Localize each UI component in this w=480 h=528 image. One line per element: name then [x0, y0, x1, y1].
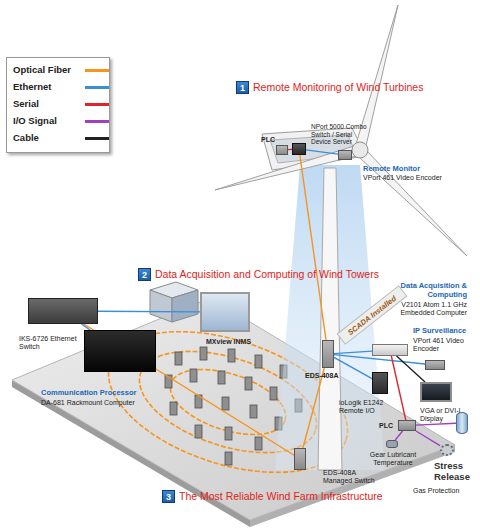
temperature-sensor: Gear Lubricant Temperature [386, 440, 398, 448]
device-label: Gas Protection [413, 487, 479, 495]
legend-swatch [85, 69, 109, 72]
embedded-computer: Data Acquisition & ComputingV2101 Atom 1… [372, 344, 408, 356]
legend-box: Optical FiberEthernetSerialI/O SignalCab… [6, 57, 110, 153]
device-detail: V2101 Atom 1.1 GHz Embedded Computer [393, 301, 467, 317]
server-rack [150, 290, 172, 322]
scada-banner [337, 286, 406, 344]
legend-entry: Optical Fiber [13, 63, 107, 77]
cable-connector [98, 311, 200, 313]
field-switch [175, 352, 182, 365]
legend-text: Ethernet [13, 80, 52, 94]
cable-connector [397, 356, 425, 382]
field-switch [225, 427, 232, 440]
field-switch [218, 371, 225, 384]
cable-connector [416, 423, 456, 425]
legend-entry: I/O Signal [13, 114, 107, 128]
device-label: PLC [379, 422, 397, 430]
device-label: NPort 5000 Combo Switch / Serial Device … [311, 123, 369, 146]
device-server: NPort 5000 Combo Switch / Serial Device … [292, 143, 306, 155]
ethernet-switch: IKS-6726 Ethernet Switch [28, 298, 98, 324]
device-label: PLC [261, 136, 281, 144]
plc-module: PLC [398, 420, 416, 431]
field-switch [222, 397, 229, 410]
legend-entry: Ethernet [13, 80, 107, 94]
field-switch [250, 405, 257, 418]
device-label: Communication Processor [41, 389, 171, 398]
remote-io: ioLogik E1242 Remote I/O [372, 372, 388, 394]
rackmount-computer: Communication ProcessorDA-681 Rackmount … [84, 330, 156, 372]
device-label: MXview iNMS [206, 338, 266, 346]
section-heading: Remote Monitoring of Wind Turbines [253, 81, 473, 94]
stress-sensor: Stress Release [440, 444, 454, 456]
field-switch [170, 402, 177, 415]
field-switch [200, 347, 207, 360]
legend-swatch [85, 120, 109, 123]
device-label: Stress Release [434, 460, 480, 482]
device-label: Data Acquisition & Computing [393, 282, 467, 299]
field-switch [195, 425, 202, 438]
turbine-blade [360, 150, 467, 256]
cable-connector [395, 431, 402, 440]
cable-connector [303, 368, 324, 448]
nms-screen: MXview iNMS [200, 292, 250, 332]
device-detail: DA-681 Rackmount Computer [41, 399, 171, 407]
device-label: IP Surveillance [413, 327, 479, 336]
device-label: ioLogik E1242 Remote I/O [339, 399, 397, 415]
field-switch [190, 369, 197, 382]
rotor-hub [352, 142, 368, 158]
callout-number: 3 [162, 490, 175, 503]
legend-swatch [85, 137, 109, 140]
legend-entry: Cable [13, 131, 107, 145]
device-label: VGA or DVI-I Display [420, 407, 478, 423]
section-heading: The Most Reliable Wind Farm Infrastructu… [179, 490, 441, 503]
managed-switch: EDS-408A Managed Switch [294, 448, 306, 470]
fiber-ring [162, 357, 293, 447]
cable-connector [300, 155, 326, 340]
legend-text: Optical Fiber [13, 63, 71, 77]
legend-text: Serial [13, 97, 39, 111]
device-detail: VPort 461 Video Encoder [413, 337, 479, 353]
device-label: EDS-408A [305, 372, 349, 380]
legend-swatch [85, 86, 109, 89]
field-switch [255, 355, 262, 368]
cable-connector [416, 431, 440, 446]
device-label: Gear Lubricant Temperature [361, 451, 425, 467]
cable-connector [391, 356, 405, 420]
video-encoder: Remote MonitorVPort 461 Video Encoder [338, 150, 352, 160]
field-switch [255, 437, 262, 450]
legend-swatch [85, 103, 109, 106]
display-monitor: VGA or DVI-I Display [420, 382, 452, 402]
field-switch [225, 452, 232, 465]
ethernet-switch: EDS-408A [322, 340, 334, 368]
legend-entry: Serial [13, 97, 107, 111]
section-heading: Data Acquisition and Computing of Wind T… [155, 268, 417, 281]
device-label: IKS-6726 Ethernet Switch [19, 335, 81, 351]
turbine-blade [215, 146, 356, 190]
cable-connector [306, 150, 338, 154]
server-rack [172, 290, 198, 322]
plc-module: PLC [276, 145, 288, 155]
device-label: EDS-408A Managed Switch [323, 469, 378, 485]
field-switch [245, 377, 252, 390]
cable-connector [334, 351, 372, 353]
legend-text: I/O Signal [13, 114, 57, 128]
turbine-tower [318, 168, 342, 470]
gas-sensor: Gas Protection [456, 412, 468, 434]
cable-connector [334, 355, 425, 364]
field-switch [228, 349, 235, 362]
device-detail: VPort 461 Video Encoder [363, 174, 453, 182]
callout-number: 2 [138, 268, 151, 281]
field-switch [270, 387, 277, 400]
legend-text: Cable [13, 131, 39, 145]
banner-label: SCADA Installed [337, 286, 406, 344]
callout-number: 1 [236, 81, 249, 94]
video-encoder: IP SurveillanceVPort 461 Video Encoder [425, 360, 445, 370]
cable-connector [334, 357, 372, 378]
device-label: Remote Monitor [363, 165, 453, 174]
